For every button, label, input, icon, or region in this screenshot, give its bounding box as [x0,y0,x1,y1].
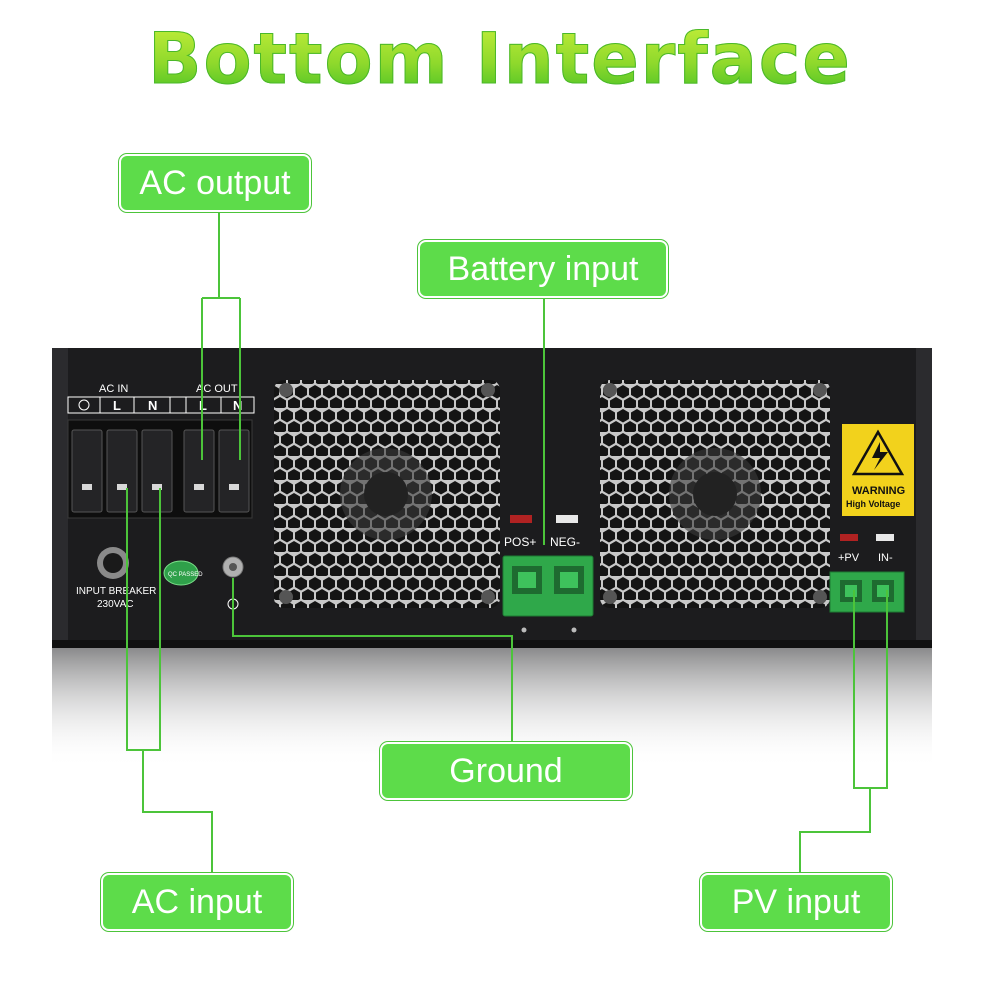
pos-indicator [510,515,532,523]
ac-in-header: AC IN [99,383,128,395]
pv-pos-label: +PV [838,552,860,564]
high-voltage-icon [872,442,888,470]
pv-terminal-block [829,571,905,613]
qc-text: QC PASSED [168,572,203,578]
voltage-label: 230VAC [97,599,134,610]
warning-text: WARNING [852,485,905,497]
pv-neg-label: IN- [878,552,893,564]
neg-indicator [556,515,578,523]
callout-lines [126,210,888,875]
warning-label: WARNING High Voltage [842,424,914,516]
neg-label: NEG- [550,535,580,549]
ac-output-label: AC output [119,154,311,212]
pv-pos-indicator [840,534,858,541]
ground-symbol-icon [78,399,90,411]
l-label: L [113,398,121,413]
ground-label: Ground [380,742,632,800]
ac-input-label: AC input [101,873,293,931]
n-out-label: N [233,398,242,413]
fan-right [600,380,830,608]
fan-left [274,380,500,608]
battery-terminal-block [502,555,594,617]
n-label: N [148,398,157,413]
high-voltage-text: High Voltage [846,499,900,509]
pos-label: POS+ [504,535,536,549]
pv-neg-indicator [876,534,894,541]
ac-terminal-block [67,419,253,519]
page-title: Bottom Interface [0,18,1000,101]
pv-input-label: PV input [700,873,892,931]
input-breaker-label: INPUT BREAKER [76,586,156,597]
qc-passed-sticker [163,560,199,586]
ac-out-header: AC OUT [196,383,238,395]
battery-input-label: Battery input [418,240,668,298]
